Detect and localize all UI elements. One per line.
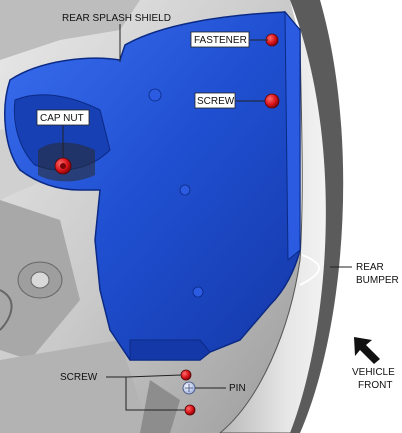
cap-nut-label-box <box>36 109 90 126</box>
cap-nut-label: CAP NUT <box>40 113 84 124</box>
arrow-up-left-icon <box>354 337 380 364</box>
screw-upper-label-box <box>194 92 236 109</box>
leader-lines <box>62 24 352 411</box>
screw-lower-marker-1 <box>180 369 192 381</box>
rear-bumper-label-line2: BUMPER <box>356 275 399 286</box>
fastener-label: FASTENER <box>194 35 247 46</box>
rear-bumper-label-line1: REAR <box>356 262 384 273</box>
screw-upper-label: SCREW <box>197 96 235 107</box>
cap-nut-marker <box>54 157 72 175</box>
vehicle-front-label-line1: VEHICLE <box>352 367 395 378</box>
screw-lower-label: SCREW <box>60 372 98 383</box>
screw-lower-marker-2 <box>184 404 196 416</box>
rear-splash-shield-label: REAR SPLASH SHIELD <box>62 13 171 24</box>
fastener-label-box <box>190 31 250 48</box>
pin-marker <box>182 381 196 395</box>
vehicle-front-label-line2: FRONT <box>358 380 392 391</box>
screw-upper-marker <box>264 93 280 109</box>
pin-label: PIN <box>229 383 246 394</box>
